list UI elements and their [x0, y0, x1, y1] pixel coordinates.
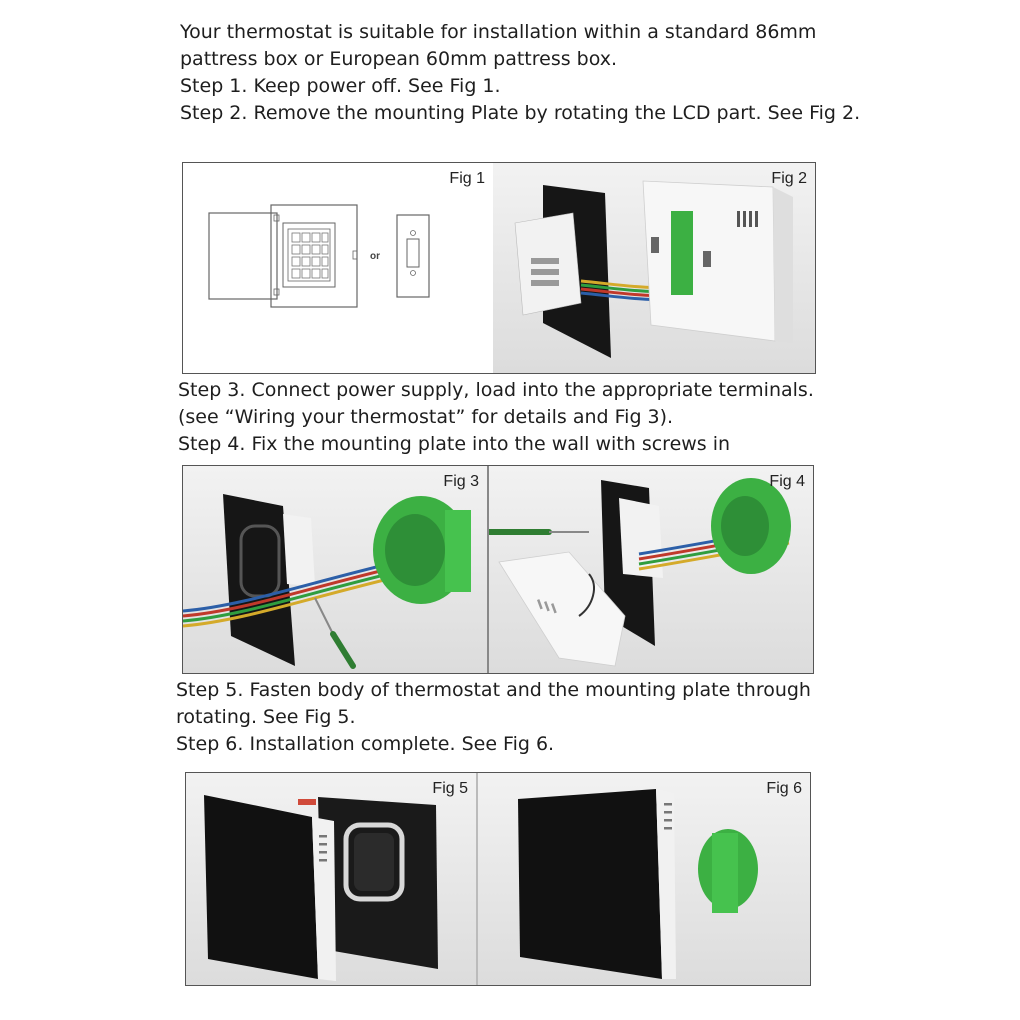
fig6-label: Fig 6	[766, 780, 802, 797]
step-3-text: Step 3. Connect power supply, load into …	[178, 379, 814, 401]
figure-row-3: Fig 5 Fig 6	[185, 772, 811, 986]
screwdriver-handle	[330, 631, 356, 669]
step-5-note: rotating. See Fig 5.	[176, 706, 356, 728]
step-5-text: Step 5. Fasten body of thermostat and th…	[176, 679, 811, 701]
figure-4: Fig 4	[489, 466, 813, 673]
box-60mm-outline	[396, 214, 430, 298]
step-3-note: (see “Wiring your thermostat” for detail…	[178, 406, 674, 428]
fig6-illustration	[518, 789, 758, 979]
or-label: or	[370, 251, 380, 262]
figure-divider	[476, 773, 478, 985]
intro-line-1: Your thermostat is suitable for installa…	[180, 21, 817, 43]
fig2-illustration	[514, 180, 793, 358]
thermostat-front-panel	[204, 795, 318, 979]
figure-row-1: or Fig 1	[182, 162, 816, 374]
intro-text: Your thermostat is suitable for installa…	[180, 19, 860, 127]
step-6-text: Step 6. Installation complete. See Fig 6…	[176, 733, 555, 755]
fig5-label: Fig 5	[432, 780, 468, 797]
intro-line-2: pattress box or European 60mm pattress b…	[180, 48, 618, 70]
fig1-diagram: or	[208, 204, 430, 308]
fig4-illustration	[489, 478, 791, 667]
fig3-illustration	[183, 494, 471, 669]
figure-5: Fig 5	[186, 773, 476, 985]
figure-2: Fig 2	[493, 163, 815, 373]
step-4-text: Step 4. Fix the mounting plate into the …	[178, 433, 731, 455]
figure-row-2: Fig 3 Fig 4	[182, 465, 814, 674]
green-pcb	[671, 211, 693, 295]
steps-3-4-text: Step 3. Connect power supply, load into …	[178, 377, 814, 458]
fig1-label: Fig 1	[449, 170, 485, 187]
box-cover-outline	[208, 212, 278, 300]
box-86mm-outline	[270, 204, 358, 308]
thermostat-front-panel	[518, 789, 662, 979]
steps-5-6-text: Step 5. Fasten body of thermostat and th…	[176, 677, 811, 758]
step-1-text: Step 1. Keep power off. See Fig 1.	[180, 75, 501, 97]
figure-3: Fig 3	[183, 466, 487, 673]
fig3-label: Fig 3	[443, 473, 479, 490]
figure-6: Fig 6	[478, 773, 810, 985]
fig2-label: Fig 2	[771, 170, 807, 187]
step-2-text: Step 2. Remove the mounting Plate by rot…	[180, 102, 861, 124]
figure-1: or Fig 1	[183, 163, 493, 373]
fig5-illustration	[204, 795, 438, 981]
figure-divider	[487, 466, 489, 673]
fig4-label: Fig 4	[769, 473, 805, 490]
screwdriver-shaft	[314, 597, 334, 635]
